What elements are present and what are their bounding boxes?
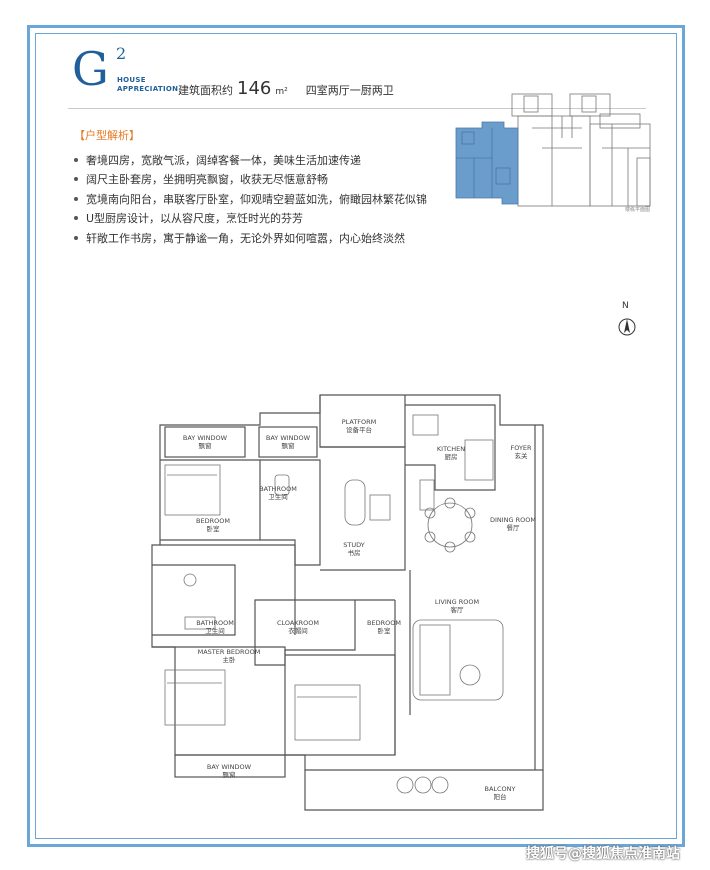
layout-description: 四室两厅一厨两卫: [305, 84, 394, 97]
bullet-icon: [74, 235, 78, 240]
feature-list: 奢境四房，宽敞气派，阔绰客餐一体，美味生活加速传递 阔尺主卧套房，坐拥明亮飘窗，…: [74, 150, 427, 248]
area-label: 建筑面积约: [178, 84, 233, 97]
feature-item: U型厨房设计，以从容尺度，烹饪时光的芬芳: [74, 209, 427, 229]
house-appreciation-label: HOUSE APPRECIATION: [117, 76, 178, 94]
outer-frame: [27, 25, 685, 847]
feature-text: U型厨房设计，以从容尺度，烹饪时光的芬芳: [86, 212, 304, 226]
bullet-icon: [74, 216, 78, 221]
house-label-line1: HOUSE: [117, 76, 146, 84]
area-value: 146: [237, 78, 272, 99]
key-plan-caption: 楼栋平面图: [625, 207, 651, 213]
key-plan-drawing: [455, 93, 651, 207]
unit-code-superscript: 2: [116, 44, 127, 63]
area-info: 建筑面积约 146 m² 四室两厅一厨两卫: [178, 78, 394, 99]
inner-frame: [35, 33, 677, 839]
source-watermark: 搜狐号@搜狐焦点淮南站: [526, 846, 680, 862]
feature-item: 宽境南向阳台，串联客厅卧室，仰观晴空碧蓝如洗，俯瞰园林繁花似锦: [74, 189, 427, 209]
house-label-line2: APPRECIATION: [117, 85, 179, 93]
feature-text: 阔尺主卧套房，坐拥明亮飘窗，收获无尽惬意舒畅: [86, 173, 328, 187]
feature-text: 宽境南向阳台，串联客厅卧室，仰观晴空碧蓝如洗，俯瞰园林繁花似锦: [86, 192, 427, 206]
north-label: N: [622, 301, 629, 311]
bullet-icon: [74, 157, 78, 162]
feature-item: 奢境四房，宽敞气派，阔绰客餐一体，美味生活加速传递: [74, 150, 427, 170]
area-unit: m²: [275, 87, 288, 97]
feature-text: 轩敞工作书房，寓于静谧一角，无论外界如何喧嚣，内心始终淡然: [86, 231, 405, 245]
bullet-icon: [74, 177, 78, 182]
analysis-title: 【户型解析】: [74, 129, 140, 142]
header-divider: [68, 108, 646, 109]
bullet-icon: [74, 196, 78, 201]
north-arrow-icon: [618, 318, 636, 336]
feature-item: 轩敞工作书房，寓于静谧一角，无论外界如何喧嚣，内心始终淡然: [74, 228, 427, 248]
building-key-plan: [452, 88, 672, 220]
floor-plan-drawing: [151, 394, 544, 811]
feature-text: 奢境四房，宽敞气派，阔绰客餐一体，美味生活加速传递: [86, 153, 361, 167]
feature-item: 阔尺主卧套房，坐拥明亮飘窗，收获无尽惬意舒畅: [74, 170, 427, 190]
unit-code-letter: G: [72, 42, 109, 96]
